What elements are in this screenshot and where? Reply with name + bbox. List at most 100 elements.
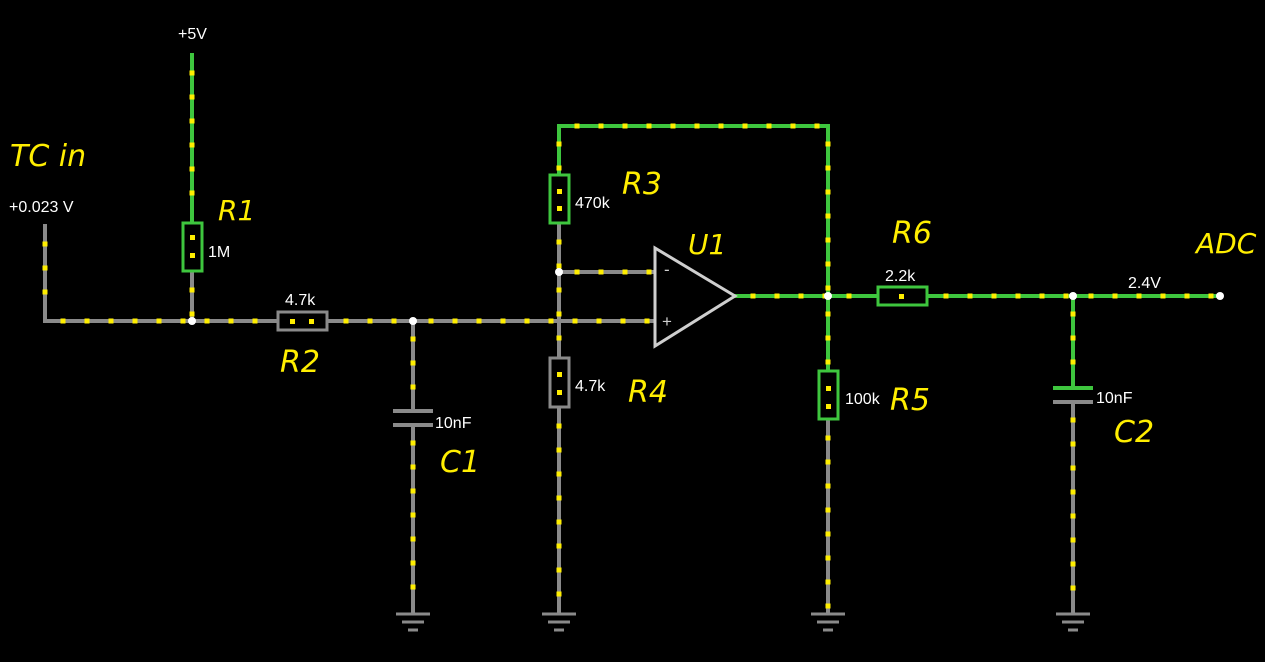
current-dot	[1070, 417, 1076, 423]
c2-value-label: 10nF	[1096, 390, 1133, 407]
current-dot	[814, 123, 820, 129]
r2-value-label: 4.7k	[285, 292, 316, 309]
current-dot	[391, 318, 397, 324]
current-dot	[252, 318, 258, 324]
junction-input[interactable]	[188, 317, 196, 325]
current-dot	[825, 237, 831, 243]
current-dot	[574, 123, 580, 129]
current-dot	[189, 118, 195, 124]
current-dot	[1063, 293, 1069, 299]
annotation-adc: ADC	[1194, 227, 1257, 260]
current-dot	[622, 123, 628, 129]
current-dot	[943, 293, 949, 299]
current-dot	[825, 603, 831, 609]
ground-symbol-c2[interactable]	[1056, 612, 1090, 632]
annotation-r3: R3	[622, 167, 662, 202]
current-dot	[825, 335, 831, 341]
current-dot	[644, 318, 650, 324]
ground-symbol-c1[interactable]	[396, 612, 430, 632]
current-dot	[84, 318, 90, 324]
capacitor-c2[interactable]	[1053, 386, 1093, 404]
current-dot	[1112, 293, 1118, 299]
current-dot	[1015, 293, 1021, 299]
resistor-r2[interactable]	[276, 310, 329, 332]
current-dot	[1070, 465, 1076, 471]
current-dot	[42, 241, 48, 247]
junctions	[188, 268, 1224, 325]
resistor-r6[interactable]	[876, 285, 929, 307]
current-dot	[189, 287, 195, 293]
current-dot	[556, 591, 562, 597]
current-dot	[60, 318, 66, 324]
current-dot	[1070, 489, 1076, 495]
current-dot	[556, 287, 562, 293]
current-dot	[189, 311, 195, 317]
junction-output[interactable]	[824, 292, 832, 300]
current-dot	[598, 269, 604, 275]
supply-voltage-label: +5V	[178, 26, 207, 43]
current-dot	[825, 285, 831, 291]
current-dot	[825, 483, 831, 489]
current-dot	[108, 318, 114, 324]
current-dot	[825, 459, 831, 465]
current-dot	[189, 70, 195, 76]
current-dot	[476, 318, 482, 324]
current-dot	[410, 384, 416, 390]
current-dot	[574, 269, 580, 275]
current-dot	[1070, 335, 1076, 341]
wires	[43, 53, 1222, 614]
current-dot	[556, 519, 562, 525]
current-dot	[620, 318, 626, 324]
current-dots	[42, 70, 1214, 609]
current-dot	[1208, 293, 1214, 299]
annotation-u1: U1	[688, 228, 726, 261]
current-dot	[556, 263, 562, 269]
current-dot	[556, 495, 562, 501]
r3-value-label: 470k	[575, 195, 611, 212]
current-dot	[670, 123, 676, 129]
current-dot	[500, 318, 506, 324]
current-dot	[825, 359, 831, 365]
current-dot	[556, 543, 562, 549]
current-dot	[825, 507, 831, 513]
annotation-r5: R5	[890, 383, 930, 418]
current-dot	[42, 289, 48, 295]
current-dot	[825, 579, 831, 585]
current-dot	[825, 531, 831, 537]
ground-symbol-r5[interactable]	[811, 612, 845, 632]
current-dot	[774, 293, 780, 299]
current-dot	[410, 512, 416, 518]
current-dot	[428, 318, 434, 324]
resistor-r3[interactable]	[548, 173, 571, 225]
current-dot	[1070, 359, 1076, 365]
capacitor-c1[interactable]	[393, 409, 433, 427]
resistor-r5[interactable]	[817, 369, 840, 421]
current-dot	[1039, 293, 1045, 299]
current-dot	[1160, 293, 1166, 299]
annotation-r1: R1	[218, 194, 255, 227]
current-dot	[524, 318, 530, 324]
current-dot	[42, 265, 48, 271]
current-dot	[967, 293, 973, 299]
current-dot	[452, 318, 458, 324]
junction-minus[interactable]	[555, 268, 563, 276]
current-dot	[825, 555, 831, 561]
terminal-adc[interactable]	[1216, 292, 1224, 300]
annotation-c1: C1	[440, 445, 480, 480]
current-dot	[189, 142, 195, 148]
opamp-u1[interactable]: - +	[653, 245, 738, 349]
current-dot	[766, 123, 772, 129]
junction-c1[interactable]	[409, 317, 417, 325]
ground-symbol-r4[interactable]	[542, 612, 576, 632]
junction-c2[interactable]	[1069, 292, 1077, 300]
current-dot	[410, 464, 416, 470]
r6-value-label: 2.2k	[885, 268, 916, 285]
current-dot	[825, 213, 831, 219]
resistor-r4[interactable]	[548, 356, 571, 409]
current-dot	[556, 471, 562, 477]
current-dot	[367, 318, 373, 324]
resistor-r1[interactable]	[181, 221, 204, 273]
current-dot	[750, 293, 756, 299]
current-dot	[556, 335, 562, 341]
current-dot	[1070, 441, 1076, 447]
